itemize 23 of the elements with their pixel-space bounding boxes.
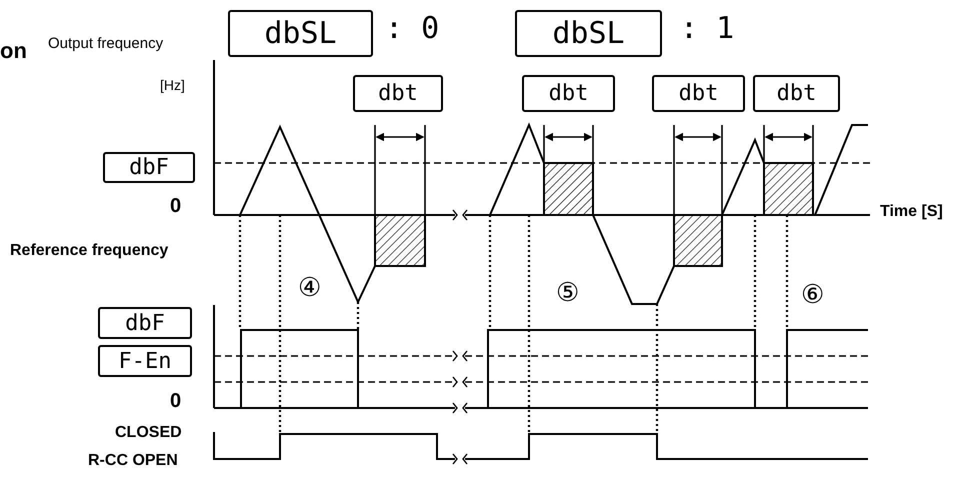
parameter-display-box: dbF	[98, 307, 192, 339]
tick-label: 0	[170, 196, 182, 216]
axis-unit: [Hz]	[160, 78, 185, 92]
parameter-display-box: dbt	[652, 75, 745, 112]
parameter-display-box: dbF	[103, 152, 195, 183]
parameter-display-box: dbSL	[228, 10, 373, 57]
signal-level-label: R-CC OPEN	[88, 453, 178, 469]
title-fragment: on	[0, 40, 27, 62]
parameter-display-box: F-En	[98, 345, 192, 377]
parameter-display-box: dbt	[753, 75, 840, 112]
section-number: ⑥	[801, 282, 824, 308]
parameter-display-box: dbSL	[515, 10, 662, 57]
parameter-display-box: dbt	[353, 75, 443, 112]
axis-label: Output frequency	[48, 36, 164, 51]
parameter-value: : 1	[680, 14, 734, 44]
tick-label: 0	[170, 391, 182, 411]
axis-label: Time [S]	[880, 204, 943, 220]
parameter-display-box: dbt	[522, 75, 615, 112]
section-number: ⑤	[556, 280, 579, 306]
parameter-value: : 0	[385, 14, 440, 44]
signal-level-label: CLOSED	[115, 425, 182, 441]
axis-label: Reference frequency	[10, 243, 168, 259]
section-number: ④	[298, 275, 321, 301]
